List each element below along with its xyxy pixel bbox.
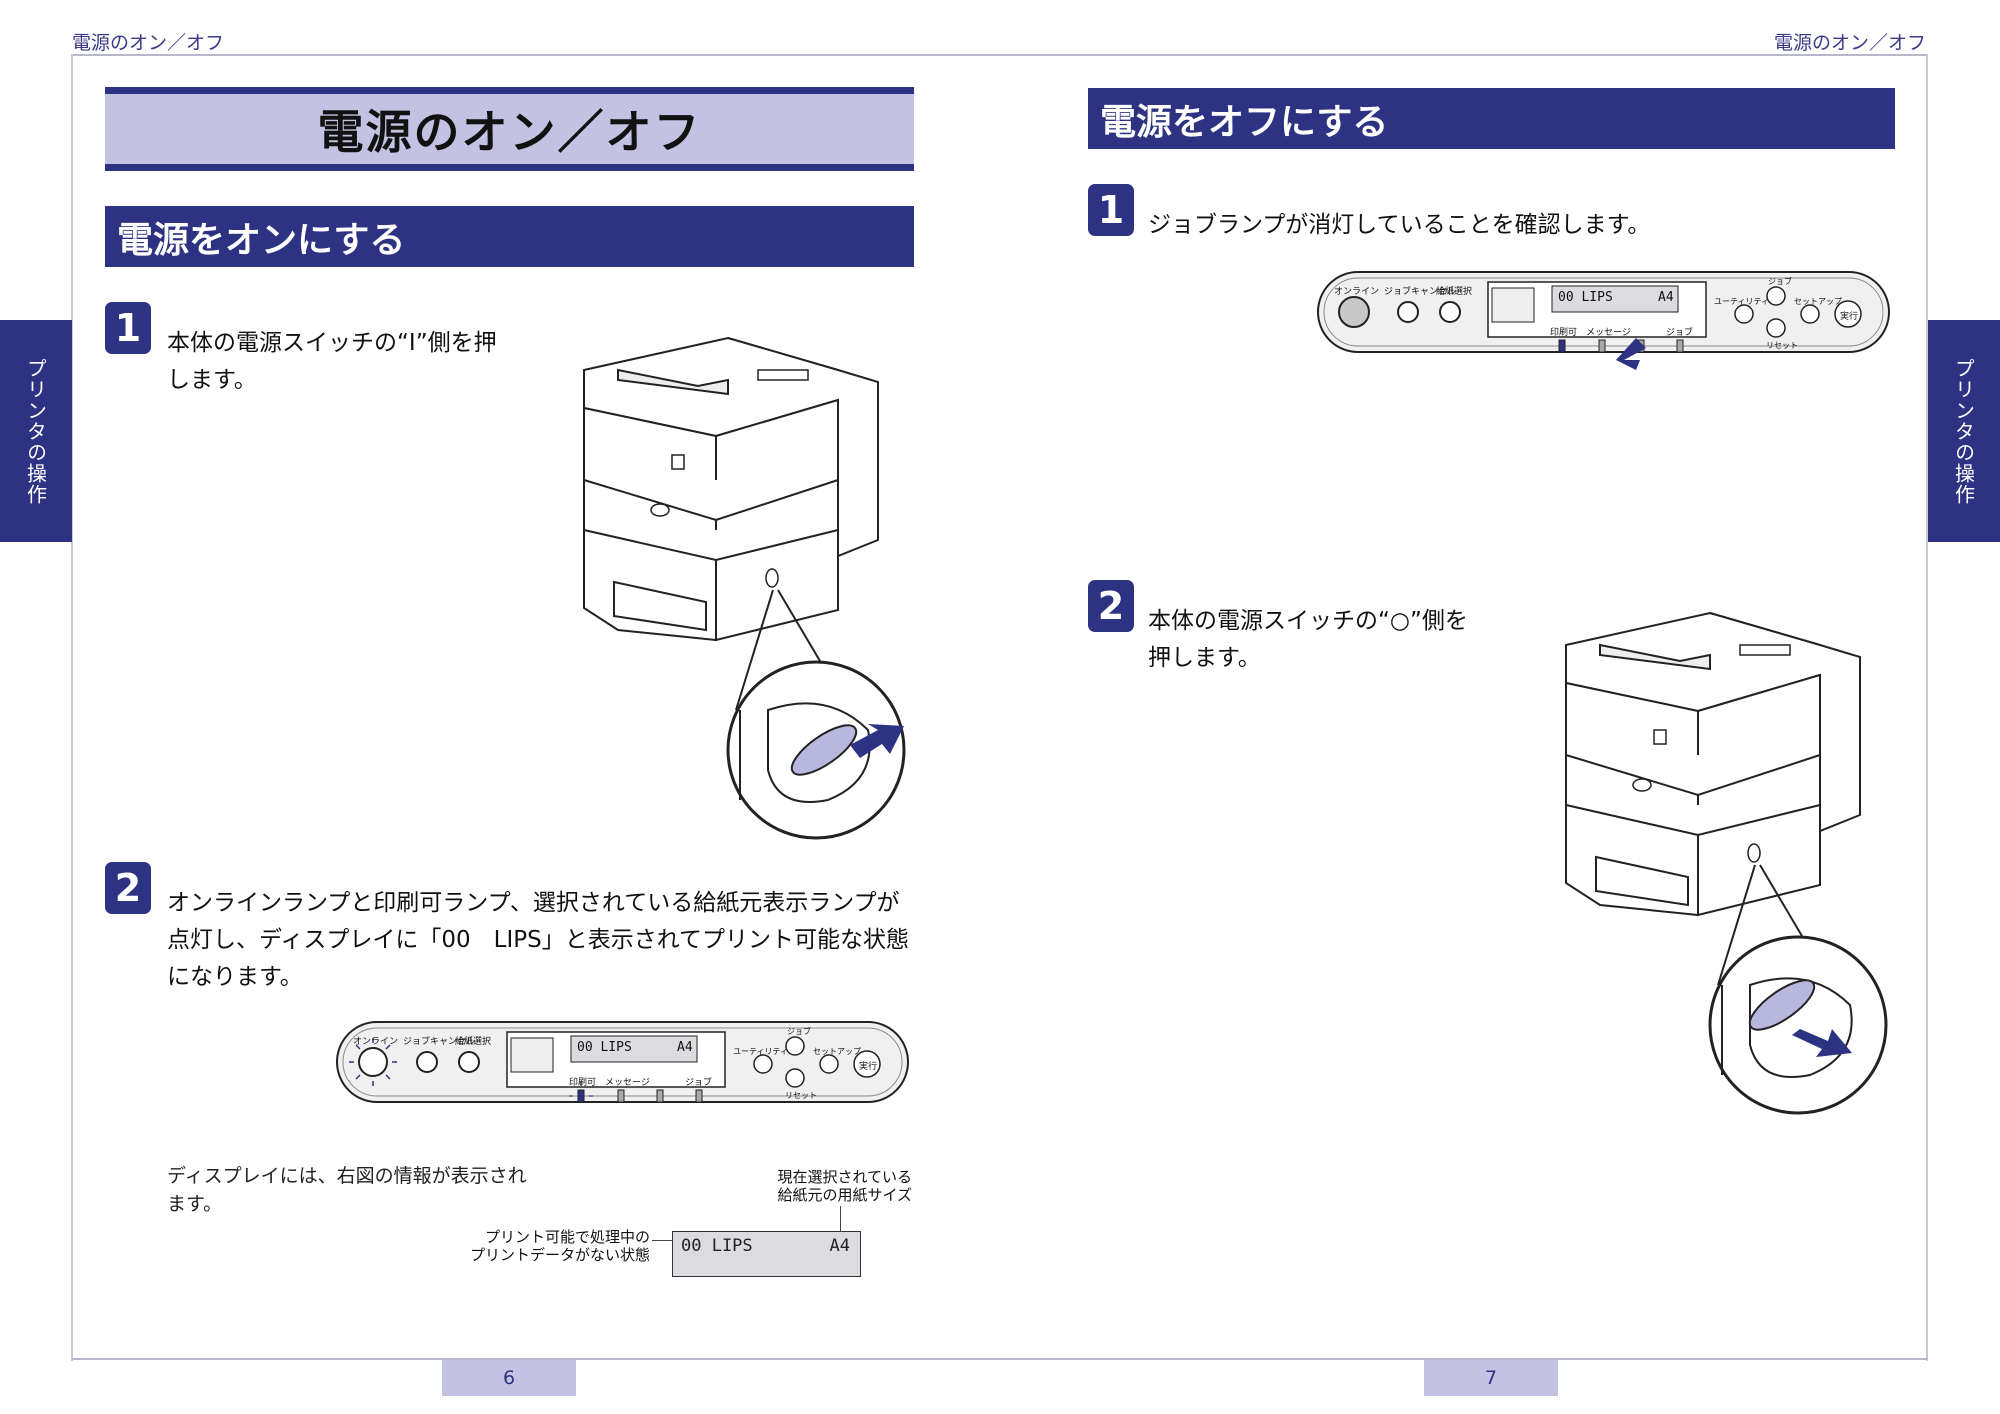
- control-panel-lit: オンライン ジョブキャンセル 給紙選択 00 LIPS A4 印刷可 メッセージ…: [335, 1020, 910, 1105]
- panel-label-job-cancel: ジョブキャンセル: [403, 1037, 476, 1047]
- panel-off-label-job: ジョブ: [1666, 328, 1694, 338]
- step-number-2-off: 2: [1088, 580, 1134, 632]
- panel-off-label-execute: 実行: [1840, 312, 1859, 322]
- panel-off-label-online: オンライン: [1334, 287, 1380, 297]
- callout-ready-line2: プリントデータがない状態: [469, 1246, 650, 1264]
- display-note-line1: ディスプレイには、右図の情報が表示され: [167, 1165, 527, 1187]
- panel-label-job: ジョブ: [685, 1078, 713, 1088]
- panel-label-ready: 印刷可: [569, 1078, 597, 1088]
- panel-off-label-job-cancel: ジョブキャンセル: [1384, 287, 1457, 297]
- running-header-left: 電源のオン／オフ: [72, 32, 225, 54]
- step1-off-text: ジョブランプが消灯していることを確認します。: [1148, 212, 1651, 238]
- section-heading-power-on: 電源をオンにする: [105, 206, 914, 267]
- step2-on-line1: オンラインランプと印刷可ランプ、選択されている給紙元表示ランプが: [167, 890, 900, 916]
- panel-label-reset: リセット: [785, 1091, 817, 1100]
- callout-ready-leader: [652, 1240, 672, 1241]
- panel-off-label-reset: リセット: [1766, 341, 1798, 350]
- side-tab-left[interactable]: プリンタの操作: [0, 320, 72, 542]
- panel-lcd-right: A4: [677, 1040, 693, 1055]
- panel-label-paper-select: 給紙選択: [455, 1037, 492, 1047]
- display-note-line2: ます。: [167, 1193, 223, 1215]
- panel-off-label-utility: ユーティリティ: [1714, 297, 1770, 306]
- frame-right-rule: [1926, 54, 1928, 1361]
- page-title: 電源のオン／オフ: [105, 87, 914, 171]
- display-readout-right: A4: [829, 1236, 850, 1256]
- panel-off-label-paper-select: 給紙選択: [1436, 287, 1473, 297]
- callout-paper-size-line1: 現在選択されている: [777, 1168, 912, 1186]
- panel-label-execute: 実行: [859, 1062, 878, 1072]
- panel-off-label-job-top: ジョブ: [1768, 277, 1792, 286]
- step2-on-line2: 点灯し、ディスプレイに「00 LIPS」と表示されてプリント可能な状態: [167, 927, 910, 953]
- panel-off-label-ready: 印刷可: [1550, 328, 1578, 338]
- step-number-1-on: 1: [105, 302, 151, 354]
- frame-bottom-rule: [72, 1358, 1928, 1360]
- side-tab-right[interactable]: プリンタの操作: [1928, 320, 2000, 542]
- panel-lcd-left: 00 LIPS: [577, 1040, 632, 1055]
- step2-on-line3: になります。: [167, 964, 303, 990]
- panel-label-online: オンライン: [353, 1037, 399, 1047]
- display-readout-left: 00 LIPS: [681, 1236, 753, 1256]
- callout-ready-line1: プリント可能で処理中の: [484, 1228, 650, 1246]
- panel-label-utility: ユーティリティ: [733, 1047, 789, 1056]
- frame-left-rule: [71, 54, 73, 1361]
- step-number-2-on: 2: [105, 862, 151, 914]
- panel-label-job-top: ジョブ: [787, 1027, 811, 1036]
- panel-label-setup: セットアップ: [813, 1047, 861, 1056]
- section-heading-power-off: 電源をオフにする: [1088, 88, 1895, 149]
- panel-off-lcd-left: 00 LIPS: [1558, 290, 1613, 305]
- frame-top-rule: [72, 54, 1928, 56]
- running-header-right: 電源のオン／オフ: [1773, 32, 1926, 54]
- panel-off-label-message: メッセージ: [1586, 328, 1631, 338]
- step2-off-line1: 本体の電源スイッチの“○”側を: [1148, 608, 1468, 634]
- callout-paper-size-line2: 給紙元の用紙サイズ: [777, 1186, 912, 1204]
- panel-off-lcd-right: A4: [1658, 290, 1674, 305]
- page-number-left: 6: [442, 1360, 576, 1396]
- step1-on-line2: します。: [167, 367, 257, 393]
- printer-illustration-on: [583, 336, 906, 840]
- printer-illustration-off: [1565, 611, 1888, 1115]
- step2-off-line2: 押します。: [1148, 645, 1261, 671]
- display-readout: 00 LIPS A4: [672, 1231, 861, 1277]
- control-panel-off: オンライン ジョブキャンセル 給紙選択 00 LIPS A4 印刷可 メッセージ…: [1316, 270, 1891, 370]
- page-number-right: 7: [1424, 1360, 1558, 1396]
- step-number-1-off: 1: [1088, 184, 1134, 236]
- callout-paper-size-leader: [840, 1206, 841, 1232]
- step1-on-line1: 本体の電源スイッチの“I”側を押: [167, 330, 497, 356]
- panel-off-label-setup: セットアップ: [1794, 297, 1842, 306]
- panel-label-message: メッセージ: [605, 1078, 650, 1088]
